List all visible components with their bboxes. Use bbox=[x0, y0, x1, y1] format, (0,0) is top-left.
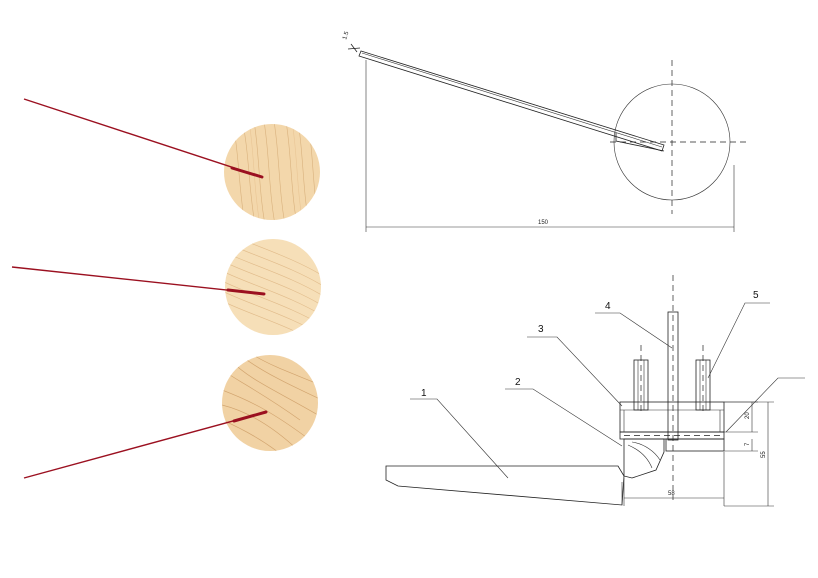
top-view: 1.5 150 bbox=[342, 30, 748, 232]
part-1-wedge bbox=[385, 465, 625, 506]
dim-height: 55 bbox=[761, 451, 767, 458]
pointer-tip-top bbox=[230, 166, 264, 179]
wood-sample-bottom bbox=[222, 355, 318, 451]
pointer-tip-bottom bbox=[232, 410, 268, 423]
pointer-line-middle bbox=[11, 266, 265, 295]
part-3-body bbox=[619, 401, 725, 433]
callout-4: 4 bbox=[605, 301, 611, 312]
callout-1: 1 bbox=[421, 388, 427, 399]
callout-5: 5 bbox=[753, 290, 759, 301]
callout-2: 2 bbox=[515, 377, 521, 388]
dim-block: 20 bbox=[745, 412, 751, 419]
pointer-line-top bbox=[23, 98, 263, 178]
pointer-tip-middle bbox=[226, 288, 266, 296]
dim-length: 150 bbox=[538, 220, 549, 226]
thin-plate bbox=[358, 50, 665, 152]
pointer-line-bottom bbox=[23, 411, 267, 479]
part-4-rod bbox=[667, 311, 679, 441]
section-view: 1 2 3 4 5 58 20 7 55 bbox=[385, 275, 805, 507]
dim-width: 58 bbox=[668, 491, 675, 497]
callout-3: 3 bbox=[538, 324, 544, 335]
dim-gap: 7 bbox=[745, 442, 751, 446]
dim-thickness: 1.5 bbox=[342, 30, 350, 40]
